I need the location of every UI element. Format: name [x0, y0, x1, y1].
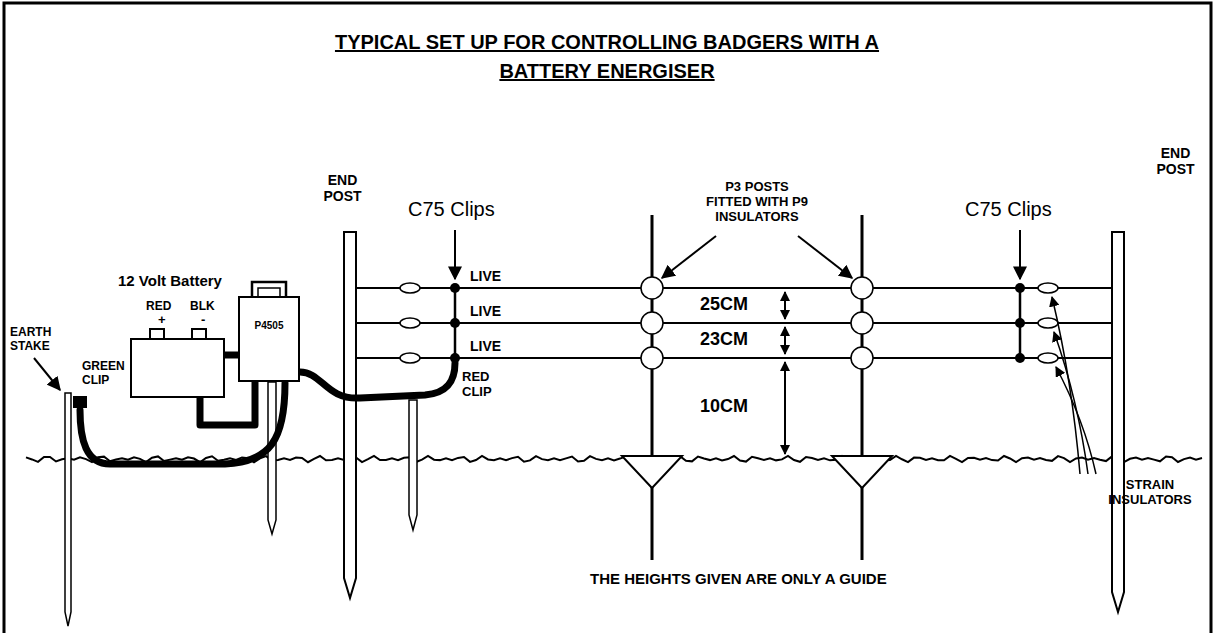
leader-arrow — [1056, 367, 1096, 474]
dimension-label: 23CM — [700, 329, 748, 350]
strain-insulator — [400, 318, 420, 328]
c75-clip — [1015, 318, 1025, 328]
c75-clip — [450, 283, 460, 293]
clip-label: GREEN CLIP — [82, 360, 132, 388]
p3-post — [861, 215, 864, 560]
box-heading: 12 Volt Battery — [118, 272, 222, 289]
p9-insulator — [641, 347, 663, 369]
terminal-sign: + — [158, 313, 166, 328]
live-wire — [356, 357, 1112, 359]
p9-insulator — [641, 312, 663, 334]
note-text: THE HEIGHTS GIVEN ARE ONLY A GUIDE — [590, 570, 887, 587]
wire-label: LIVE — [470, 303, 501, 319]
support-stake — [409, 400, 417, 530]
terminal-label: BLK — [190, 300, 215, 314]
end-post — [344, 232, 356, 598]
leader-arrow — [798, 236, 852, 278]
dimension-label: 25CM — [700, 294, 748, 315]
wire-label: LIVE — [470, 338, 501, 354]
energiser-stake — [268, 382, 276, 534]
p9-insulator — [641, 277, 663, 299]
energiser-handle — [252, 282, 286, 297]
clip-label: C75 Clips — [965, 198, 1052, 221]
energiser-box: P4505 — [238, 296, 300, 382]
stake-label: EARTH STAKE — [10, 326, 72, 354]
terminal-sign: - — [201, 313, 205, 328]
battery-cable — [225, 352, 238, 359]
battery-box: 12 Volt Battery — [130, 338, 225, 398]
box-text: P4505 — [240, 298, 298, 331]
clip-label: RED CLIP — [462, 370, 512, 400]
strain-insulator — [1038, 283, 1058, 293]
dimension-arrow — [784, 292, 786, 319]
post-label: END POST — [1148, 145, 1203, 177]
live-wire — [356, 322, 1112, 324]
dimension-arrow — [784, 327, 786, 354]
strain-insulator — [400, 353, 420, 363]
leader-arrow — [1054, 332, 1088, 474]
dimension-label: 10CM — [700, 396, 748, 417]
post-label: P3 POSTS FITTED WITH P9 INSULATORS — [704, 180, 810, 225]
leader-arrow — [454, 230, 456, 279]
p9-insulator — [851, 347, 873, 369]
insulator-label: STRAIN INSULATORS — [1100, 478, 1200, 508]
end-post — [1112, 232, 1124, 612]
leader-arrow — [1019, 230, 1021, 279]
leader-arrow — [662, 236, 716, 278]
c75-clip — [1015, 353, 1025, 363]
p9-insulator — [851, 277, 873, 299]
post-foot — [622, 456, 682, 488]
green-clip — [73, 396, 87, 408]
c75-clip — [450, 318, 460, 328]
post-foot — [832, 456, 892, 488]
p9-insulator — [851, 312, 873, 334]
leader-arrow — [34, 358, 60, 390]
terminal-label: RED — [146, 300, 171, 314]
earth-stake — [65, 393, 71, 626]
clip-label: C75 Clips — [408, 198, 495, 221]
c75-clip — [1015, 283, 1025, 293]
strain-insulator — [400, 283, 420, 293]
post-label: END POST — [315, 172, 370, 204]
live-wire — [356, 287, 1112, 289]
strain-insulator — [1038, 318, 1058, 328]
wire-label: LIVE — [470, 268, 501, 284]
diagram-title: TYPICAL SET UP FOR CONTROLLING BADGERS W… — [317, 28, 897, 86]
dimension-arrow — [784, 362, 786, 454]
red-clip-cable — [300, 363, 455, 398]
p3-post — [651, 215, 654, 560]
strain-insulator — [1038, 353, 1058, 363]
frame-border — [4, 3, 1211, 633]
